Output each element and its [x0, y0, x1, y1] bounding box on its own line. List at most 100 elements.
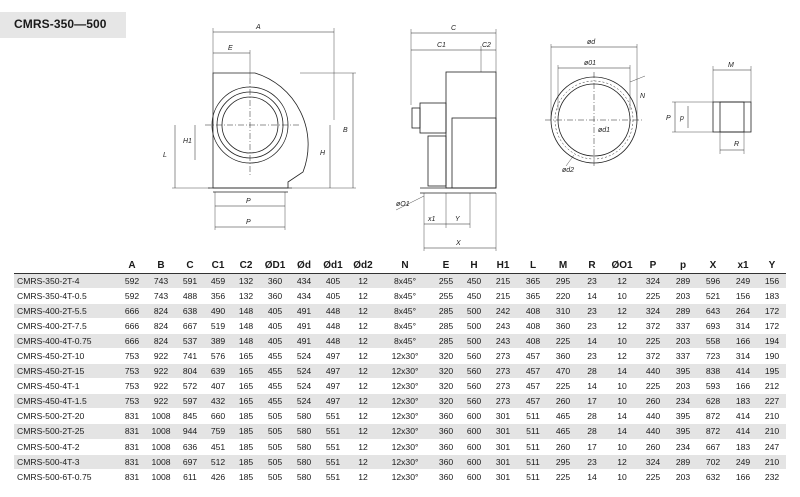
value-cell: 434 — [290, 273, 318, 289]
value-cell: 922 — [146, 393, 176, 410]
value-cell: 285 — [432, 318, 460, 334]
value-cell: 804 — [176, 363, 204, 380]
value-cell: 488 — [176, 288, 204, 304]
value-cell: 12 — [348, 273, 378, 289]
value-cell: 185 — [232, 439, 260, 455]
value-cell: 831 — [118, 408, 146, 425]
value-cell: 203 — [668, 288, 698, 304]
value-cell: 225 — [548, 469, 578, 485]
value-cell: 500 — [460, 318, 488, 334]
value-cell: 324 — [638, 454, 668, 470]
value-cell: 185 — [232, 469, 260, 485]
dim-label-x: X — [455, 240, 461, 247]
dim-label-h: H — [320, 150, 326, 157]
value-cell: 448 — [318, 318, 348, 334]
value-cell: 12 — [348, 333, 378, 349]
value-cell: 12x30° — [378, 363, 432, 380]
value-cell: 232 — [758, 469, 786, 485]
value-cell: 1008 — [146, 469, 176, 485]
model-name-cell: CMRS-450-2T-15 — [14, 363, 118, 380]
value-cell: 215 — [488, 273, 518, 289]
value-cell: 505 — [260, 469, 290, 485]
dim-label-n: N — [640, 93, 646, 100]
value-cell: 234 — [668, 393, 698, 410]
dim-label-b: B — [343, 127, 348, 134]
header-13: H1 — [488, 258, 518, 274]
value-cell: 455 — [260, 363, 290, 380]
value-cell: 324 — [638, 273, 668, 289]
dim-label-p-small: p — [679, 115, 684, 122]
dim-label-d: ød — [587, 39, 596, 46]
value-cell: 457 — [518, 348, 548, 365]
dim-label-c1: C1 — [437, 42, 446, 49]
header-11: E — [432, 258, 460, 274]
value-cell: 414 — [728, 423, 758, 440]
value-cell: 511 — [518, 439, 548, 455]
header-18: P — [638, 258, 668, 274]
value-cell: 28 — [578, 408, 606, 425]
header-20: X — [698, 258, 728, 274]
value-cell: 414 — [728, 363, 758, 380]
value-cell: 320 — [432, 393, 460, 410]
value-cell: 405 — [318, 273, 348, 289]
value-cell: 337 — [668, 348, 698, 365]
value-cell: 310 — [548, 303, 578, 319]
dim-label-c: C — [451, 25, 457, 32]
value-cell: 505 — [260, 439, 290, 455]
value-cell: 12 — [348, 408, 378, 425]
dim-label-d1: ød1 — [598, 127, 610, 134]
value-cell: 491 — [290, 333, 318, 349]
value-cell: 337 — [668, 318, 698, 334]
value-cell: 922 — [146, 348, 176, 365]
value-cell: 320 — [432, 378, 460, 395]
value-cell: 234 — [668, 439, 698, 455]
value-cell: 360 — [548, 318, 578, 334]
value-cell: 12 — [606, 318, 638, 334]
value-cell: 203 — [668, 469, 698, 485]
value-cell: 260 — [638, 393, 668, 410]
value-cell: 450 — [460, 273, 488, 289]
value-cell: 572 — [176, 378, 204, 395]
value-cell: 408 — [518, 303, 548, 319]
value-cell: 227 — [758, 393, 786, 410]
value-cell: 273 — [488, 348, 518, 365]
value-cell: 831 — [118, 454, 146, 470]
value-cell: 455 — [260, 378, 290, 395]
value-cell: 12x30° — [378, 408, 432, 425]
value-cell: 148 — [232, 333, 260, 349]
value-cell: 165 — [232, 378, 260, 395]
value-cell: 314 — [728, 348, 758, 365]
model-name-cell: CMRS-400-4T-0.75 — [14, 333, 118, 349]
value-cell: 320 — [432, 363, 460, 380]
value-cell: 600 — [460, 408, 488, 425]
value-cell: 666 — [118, 303, 146, 319]
model-name-cell: CMRS-450-4T-1 — [14, 378, 118, 395]
value-cell: 12x30° — [378, 423, 432, 440]
value-cell: 872 — [698, 423, 728, 440]
value-cell: 723 — [698, 348, 728, 365]
value-cell: 702 — [698, 454, 728, 470]
front-view-drawing — [395, 29, 497, 251]
value-cell: 753 — [118, 348, 146, 365]
model-name-cell: CMRS-450-2T-10 — [14, 348, 118, 365]
header-15: M — [548, 258, 578, 274]
value-cell: 210 — [758, 454, 786, 470]
model-name-cell: CMRS-500-2T-25 — [14, 423, 118, 440]
value-cell: 660 — [204, 408, 232, 425]
value-cell: 10 — [606, 439, 638, 455]
value-cell: 596 — [698, 273, 728, 289]
value-cell: 301 — [488, 469, 518, 485]
value-cell: 580 — [290, 439, 318, 455]
value-cell: 408 — [518, 318, 548, 334]
value-cell: 465 — [548, 408, 578, 425]
dim-label-p-outer: P — [246, 219, 251, 226]
value-cell: 450 — [460, 288, 488, 304]
header-17: ØO1 — [606, 258, 638, 274]
dim-label-p-rect: P — [666, 115, 671, 122]
value-cell: 356 — [204, 288, 232, 304]
value-cell: 249 — [728, 273, 758, 289]
